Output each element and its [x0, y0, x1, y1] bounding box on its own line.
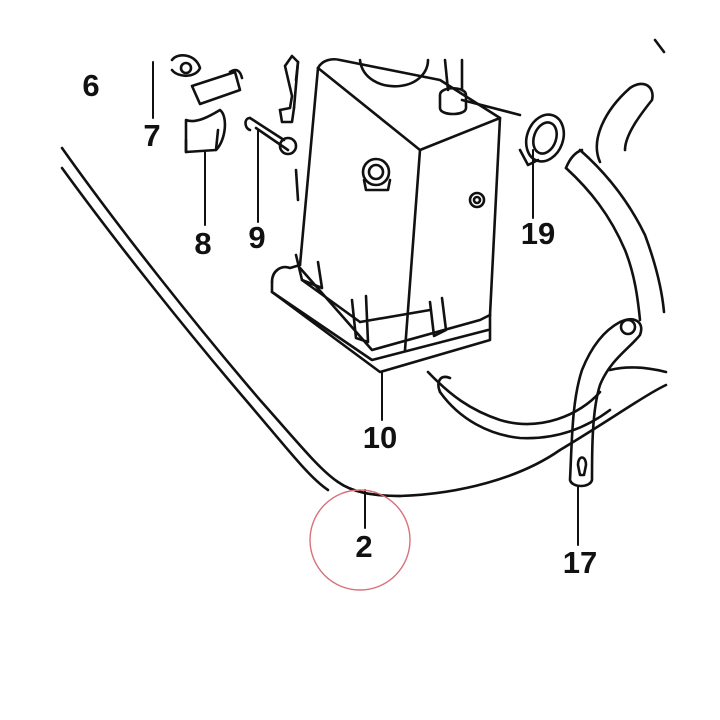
- callout-2: 2: [355, 529, 373, 564]
- callout-17: 17: [562, 545, 598, 580]
- callout-8: 8: [194, 226, 212, 261]
- lower-hose: [426, 366, 668, 440]
- highlight-circle: [309, 489, 411, 591]
- bracket-part-17: [568, 317, 643, 488]
- leader-lines: [152, 61, 579, 546]
- callout-19: 19: [520, 216, 556, 251]
- clamp-part-19: [518, 113, 566, 167]
- callout-7: 7: [143, 118, 161, 153]
- callout-6: 6: [82, 68, 100, 103]
- callout-10: 10: [362, 420, 398, 455]
- small-parts-cluster: [170, 54, 300, 156]
- callout-9: 9: [248, 220, 266, 255]
- canister-part-10: [270, 57, 522, 374]
- upper-right-hose: [564, 38, 666, 322]
